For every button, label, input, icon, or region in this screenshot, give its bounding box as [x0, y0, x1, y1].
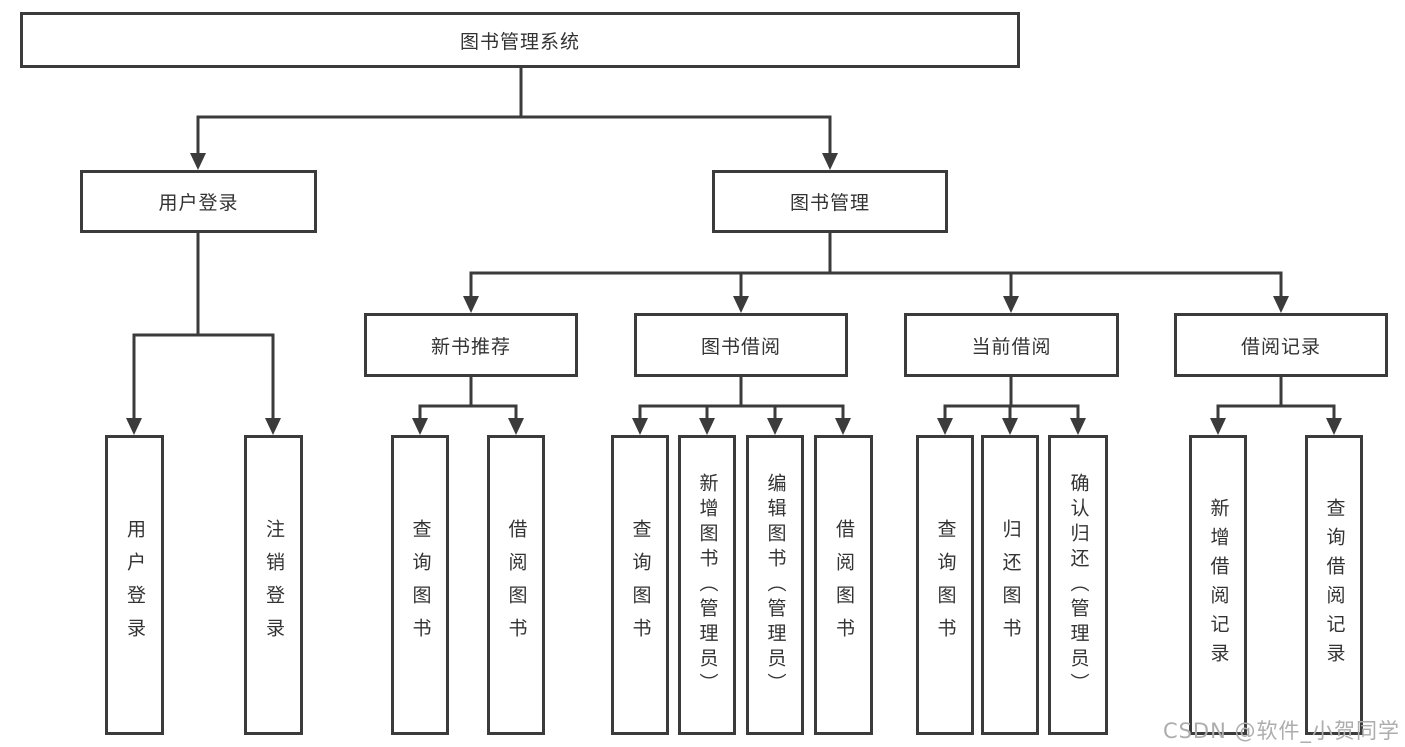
node-user-login-label: 用户登录 [158, 192, 239, 214]
leaf-cb-query: 查询图书 [916, 435, 974, 735]
leaf-cb-query-label: 查询图书 [934, 519, 957, 651]
node-new-book-rec-label: 新书推荐 [430, 335, 511, 358]
node-borrow-records-label: 借阅记录 [1240, 335, 1321, 358]
leaf-bb-add-label: 新增图书（管理员） [696, 472, 719, 698]
leaf-br-add-label: 新增借阅记录 [1207, 498, 1230, 672]
leaf-br-query-label: 查询借阅记录 [1323, 498, 1346, 672]
node-book-borrow-label: 图书借阅 [700, 335, 781, 358]
leaf-cb-return-label: 归还图书 [999, 519, 1022, 651]
leaf-nbr-query: 查询图书 [391, 435, 449, 735]
node-book-mgmt-label: 图书管理 [789, 192, 870, 214]
node-book-borrow: 图书借阅 [634, 313, 848, 377]
leaf-cb-confirm-label: 确认归还（管理员） [1067, 472, 1090, 698]
leaf-nbr-borrow-label: 借阅图书 [505, 519, 528, 651]
leaf-bb-query-label: 查询图书 [629, 519, 652, 651]
leaf-bb-edit: 编辑图书（管理员） [746, 435, 804, 735]
leaf-cb-return: 归还图书 [981, 435, 1039, 735]
node-current-borrow-label: 当前借阅 [971, 335, 1052, 358]
node-root-label: 图书管理系统 [459, 30, 580, 53]
leaf-bb-edit-label: 编辑图书（管理员） [764, 472, 787, 698]
node-current-borrow: 当前借阅 [904, 313, 1119, 377]
node-borrow-records: 借阅记录 [1174, 313, 1388, 377]
node-new-book-rec: 新书推荐 [364, 313, 578, 377]
leaf-bb-query: 查询图书 [611, 435, 669, 735]
node-root: 图书管理系统 [20, 12, 1020, 68]
leaf-logout: 注销登录 [244, 435, 303, 735]
node-book-mgmt: 图书管理 [712, 170, 948, 233]
node-user-login: 用户登录 [80, 170, 317, 233]
leaf-user-login: 用户登录 [105, 435, 164, 735]
leaf-nbr-borrow: 借阅图书 [487, 435, 545, 735]
leaf-br-query: 查询借阅记录 [1305, 435, 1363, 735]
leaf-bb-borrow-label: 借阅图书 [833, 519, 855, 651]
leaf-br-add: 新增借阅记录 [1189, 435, 1247, 735]
csdn-watermark: CSDN @软件_小贺同学 [1162, 719, 1400, 743]
leaf-nbr-query-label: 查询图书 [409, 519, 432, 651]
leaf-logout-label: 注销登录 [263, 519, 285, 651]
leaf-cb-confirm: 确认归还（管理员） [1048, 435, 1108, 735]
leaf-bb-add: 新增图书（管理员） [678, 435, 736, 735]
leaf-bb-borrow: 借阅图书 [814, 435, 873, 735]
leaf-user-login-label: 用户登录 [124, 519, 146, 651]
